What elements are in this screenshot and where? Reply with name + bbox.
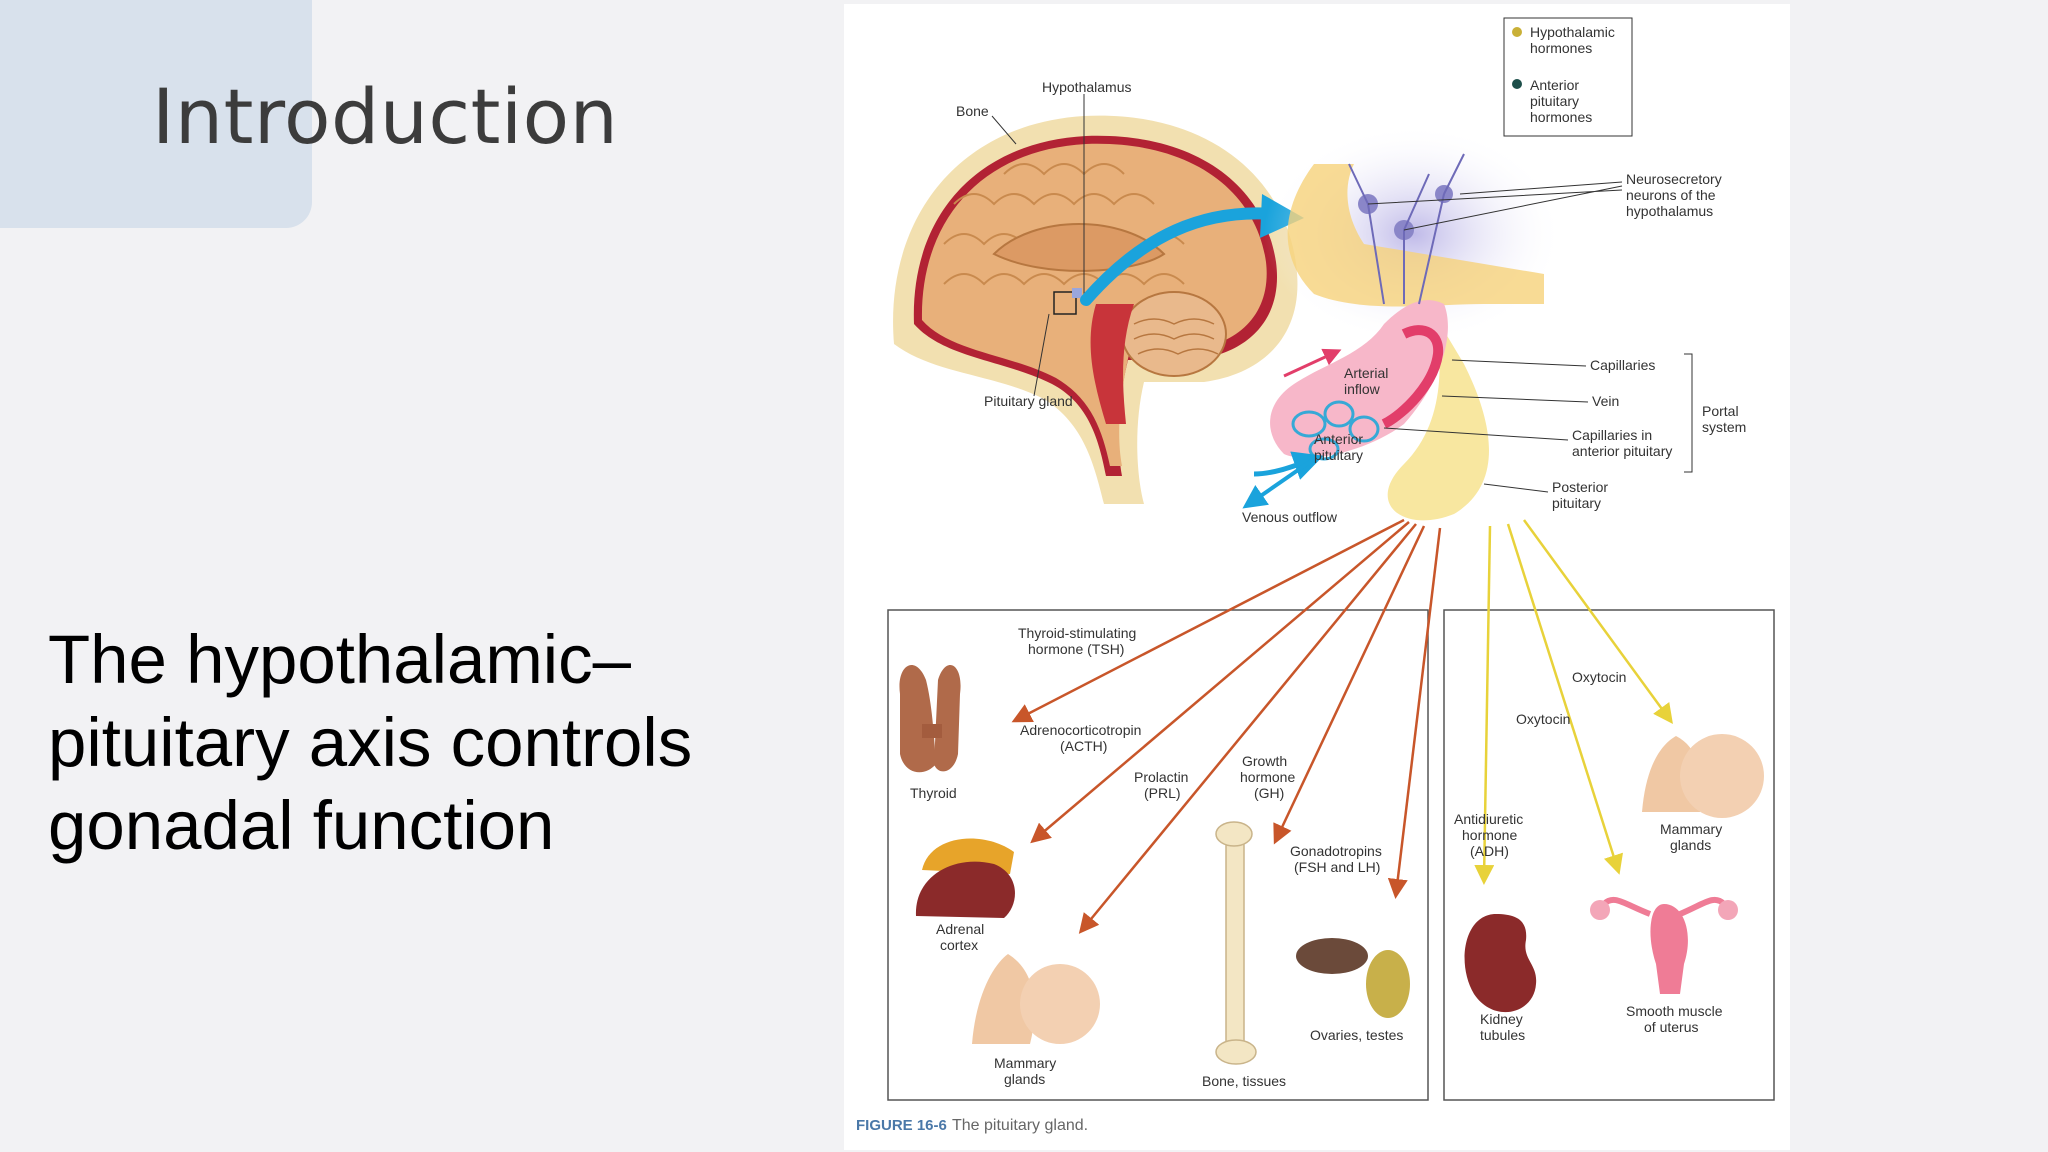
brain-illustration [893,115,1298,504]
legend-marker-hypothalamic [1512,27,1522,37]
label-bone: Bone [956,103,989,119]
label-portal-system: system [1702,419,1746,435]
label-adh: Antidiuretic [1454,811,1523,827]
legend-marker-anterior [1512,79,1522,89]
body-line: gonadal function [48,787,555,864]
mammary-right-illustration [1642,734,1764,818]
label-gonadotropins: Gonadotropins [1290,843,1382,859]
kidney-illustration [1464,914,1537,1013]
body-line: pituitary axis controls [48,704,693,781]
label-adh: (ADH) [1470,843,1509,859]
label-vein: Vein [1592,393,1619,409]
legend-label: pituitary [1530,93,1579,109]
label-bone-tissues: Bone, tissues [1202,1073,1286,1089]
label-mammary-left: Mammary [994,1055,1056,1071]
bone-illustration [1215,821,1257,1065]
posterior-hormone-arrows [1474,519,1673,885]
label-kidney: Kidney [1480,1011,1523,1027]
label-thyroid: Thyroid [910,785,957,801]
body-line: The hypothalamic– [48,621,631,698]
label-neurosecretory: Neurosecretory [1626,171,1722,187]
label-neurosecretory: hypothalamus [1626,203,1713,219]
legend-label: Anterior [1530,77,1579,93]
label-uterus: of uterus [1644,1019,1698,1035]
label-prl: Prolactin [1134,769,1188,785]
label-oxytocin: Oxytocin [1572,669,1626,685]
label-capillaries-anterior: Capillaries in [1572,427,1652,443]
label-capillaries: Capillaries [1590,357,1655,373]
leader-line [1483,483,1549,493]
label-mammary-left: glands [1004,1071,1045,1087]
label-tsh: Thyroid-stimulating [1018,625,1136,641]
figure-caption-text: The pituitary gland. [952,1117,1088,1134]
legend-label: hormones [1530,109,1592,125]
adrenal-illustration [915,838,1015,918]
label-tsh: hormone (TSH) [1028,641,1124,657]
label-adrenal: cortex [940,937,978,953]
label-acth: (ACTH) [1060,738,1107,754]
pituitary-diagram: Hypothalamic hormones Anterior pituitary… [856,17,1775,1134]
anterior-hormone-arrows [1011,518,1442,934]
label-arterial-inflow: Arterial [1344,365,1388,381]
figure-caption-number: FIGURE 16-6 [856,1117,947,1134]
legend-box [1503,17,1633,137]
label-mammary-right: Mammary [1660,821,1722,837]
label-acth: Adrenocorticotropin [1020,722,1141,738]
uterus-illustration [1590,896,1738,994]
leader-line [1451,359,1587,367]
leader-line [1383,427,1569,441]
leader-line [1033,313,1050,397]
ovaries-testes-illustration [1296,938,1410,1018]
label-mammary-right: glands [1670,837,1711,853]
posterior-targets-box [1443,609,1775,1101]
label-adh: hormone [1462,827,1517,843]
label-neurosecretory: neurons of the [1626,187,1716,203]
portal-bracket [1684,353,1693,473]
leader-line [991,115,1017,145]
label-oxytocin: Oxytocin [1516,711,1570,727]
title-accent-block [0,0,312,228]
label-portal-system: Portal [1702,403,1739,419]
label-capillaries-anterior: anterior pituitary [1572,443,1672,459]
thyroid-illustration [899,665,961,773]
legend-label: hormones [1530,40,1592,56]
label-anterior-pituitary: pituitary [1314,447,1363,463]
pituitary-detail-illustration [1242,124,1564,521]
label-anterior-pituitary: Anterior [1314,431,1363,447]
slide-title: Introduction [152,72,619,161]
label-posterior-pituitary: pituitary [1552,495,1601,511]
label-gh: (GH) [1254,785,1284,801]
label-ovaries-testes: Ovaries, testes [1310,1027,1403,1043]
label-pituitary-gland: Pituitary gland [984,393,1073,409]
label-uterus: Smooth muscle [1626,1003,1723,1019]
legend-label: Hypothalamic [1530,24,1615,40]
label-kidney: tubules [1480,1027,1525,1043]
zoom-arrow [1080,207,1280,306]
label-arterial-inflow: inflow [1344,381,1381,397]
label-adrenal: Adrenal [936,921,984,937]
label-posterior-pituitary: Posterior [1552,479,1608,495]
label-gonadotropins: (FSH and LH) [1294,859,1380,875]
label-hypothalamus: Hypothalamus [1042,79,1132,95]
pituitary-figure: Hypothalamic hormones Anterior pituitary… [844,4,1790,1150]
label-venous-outflow: Venous outflow [1242,509,1338,525]
slide-body-text: The hypothalamic– pituitary axis control… [48,618,788,867]
label-gh: Growth [1242,753,1287,769]
leader-line [1367,181,1623,231]
label-prl: (PRL) [1144,785,1181,801]
leader-line [1441,395,1589,403]
anterior-targets-box [887,609,1429,1101]
label-gh: hormone [1240,769,1295,785]
mammary-left-illustration [972,954,1100,1044]
